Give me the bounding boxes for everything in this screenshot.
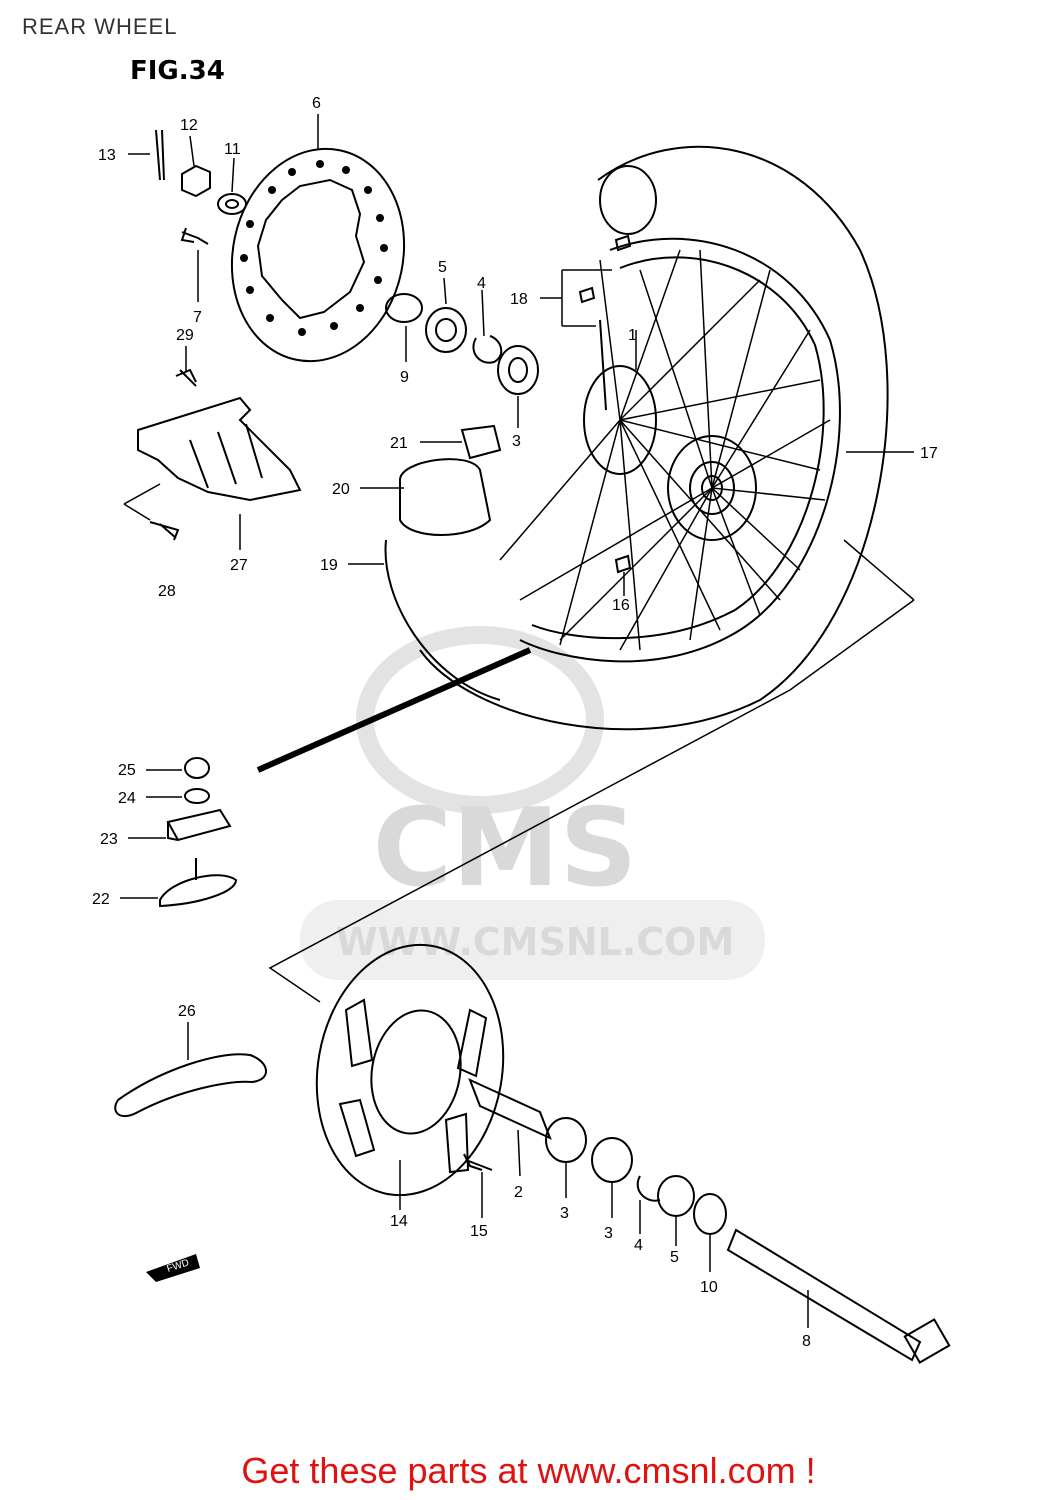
callout-5: 5 (438, 259, 447, 276)
callout-19: 19 (320, 557, 338, 574)
callout-4b: 4 (634, 1237, 643, 1254)
spacer (693, 1193, 727, 1235)
callout-26: 26 (178, 1003, 196, 1020)
callout-15: 15 (470, 1223, 488, 1240)
exploded-parts-diagram: CMS WWW.CMSNL.COM (92, 95, 951, 1364)
callout-5b: 5 (670, 1249, 679, 1266)
figure-label: FIG.34 (130, 56, 225, 86)
page-title: REAR WHEEL (22, 14, 178, 39)
disc-guard (137, 396, 302, 502)
guide-line (268, 599, 915, 1003)
spoke-wrench (114, 1053, 267, 1118)
callout-7: 7 (193, 309, 202, 326)
disc-bolt (180, 227, 209, 245)
callout-28: 28 (158, 583, 176, 600)
watermark-url: WWW.CMSNL.COM (336, 920, 735, 964)
callout-11: 11 (224, 141, 241, 158)
spacer (385, 293, 423, 323)
axle-shaft (726, 1228, 922, 1362)
get-parts-link[interactable]: Get these parts at www.cmsnl.com ! (241, 1450, 816, 1491)
guard-bolt (149, 521, 180, 541)
axle-head (903, 1318, 951, 1364)
callout-3b: 3 (560, 1205, 569, 1222)
castle-nut (181, 164, 211, 198)
callout-20: 20 (332, 481, 350, 498)
hub-drum (583, 365, 657, 475)
callout-23: 23 (100, 831, 118, 848)
rim-lock-washer (184, 788, 210, 804)
callout-12: 12 (180, 117, 198, 134)
callout-3c: 3 (604, 1225, 613, 1242)
callout-4: 4 (477, 275, 486, 292)
brake-disc (230, 147, 406, 363)
tire-inner-edge (384, 539, 501, 701)
washer (217, 193, 247, 215)
callout-8: 8 (802, 1333, 811, 1350)
callout-25: 25 (118, 762, 136, 779)
callout-22: 22 (92, 891, 110, 908)
bearing (545, 1117, 587, 1163)
circlip (472, 335, 503, 364)
axle-centerline (256, 647, 532, 773)
callout-1: 1 (628, 327, 637, 344)
callout-24: 24 (118, 790, 136, 807)
rear-sprocket (315, 943, 505, 1197)
callout-29: 29 (176, 327, 194, 344)
spoke-nipple-16 (614, 554, 632, 574)
callout-18: 18 (510, 291, 528, 308)
axle-spacer (468, 1078, 552, 1140)
circlip (636, 1175, 661, 1202)
callout-27: 27 (230, 557, 248, 574)
callout-14: 14 (390, 1213, 408, 1230)
callout-9: 9 (400, 369, 409, 386)
callout-10: 10 (700, 1279, 718, 1296)
rim-lock-nut (184, 757, 210, 779)
callout-3: 3 (512, 433, 521, 450)
rear-wheel (256, 145, 889, 773)
bearing-left (425, 307, 467, 353)
spoke-nipples (578, 234, 632, 411)
bearing (591, 1137, 633, 1183)
rim-lock (159, 858, 238, 908)
hub-flange (667, 435, 757, 541)
tube-valve (460, 424, 502, 460)
rim-band (399, 458, 492, 536)
watermark: CMS WWW.CMSNL.COM (300, 626, 765, 980)
callout-leaders (120, 114, 914, 1328)
callout-numbers: 1 2 3 3 3 4 4 5 5 6 7 8 9 10 11 12 13 14… (92, 95, 938, 1350)
rim-lock-block (166, 808, 232, 842)
cotter-pin (155, 129, 165, 181)
callout-16: 16 (612, 597, 630, 614)
bearing-right (497, 345, 539, 395)
tire-section (599, 165, 657, 235)
callout-21: 21 (390, 435, 408, 452)
sprocket-bolt (463, 1153, 493, 1171)
callout-6: 6 (312, 95, 321, 112)
fwd-arrow: FWD (146, 1254, 200, 1282)
callout-2: 2 (514, 1184, 523, 1201)
guard-screw (175, 368, 197, 387)
bearing (657, 1175, 695, 1217)
spokes (499, 249, 831, 651)
callout-13: 13 (98, 147, 116, 164)
callout-17: 17 (920, 445, 938, 462)
